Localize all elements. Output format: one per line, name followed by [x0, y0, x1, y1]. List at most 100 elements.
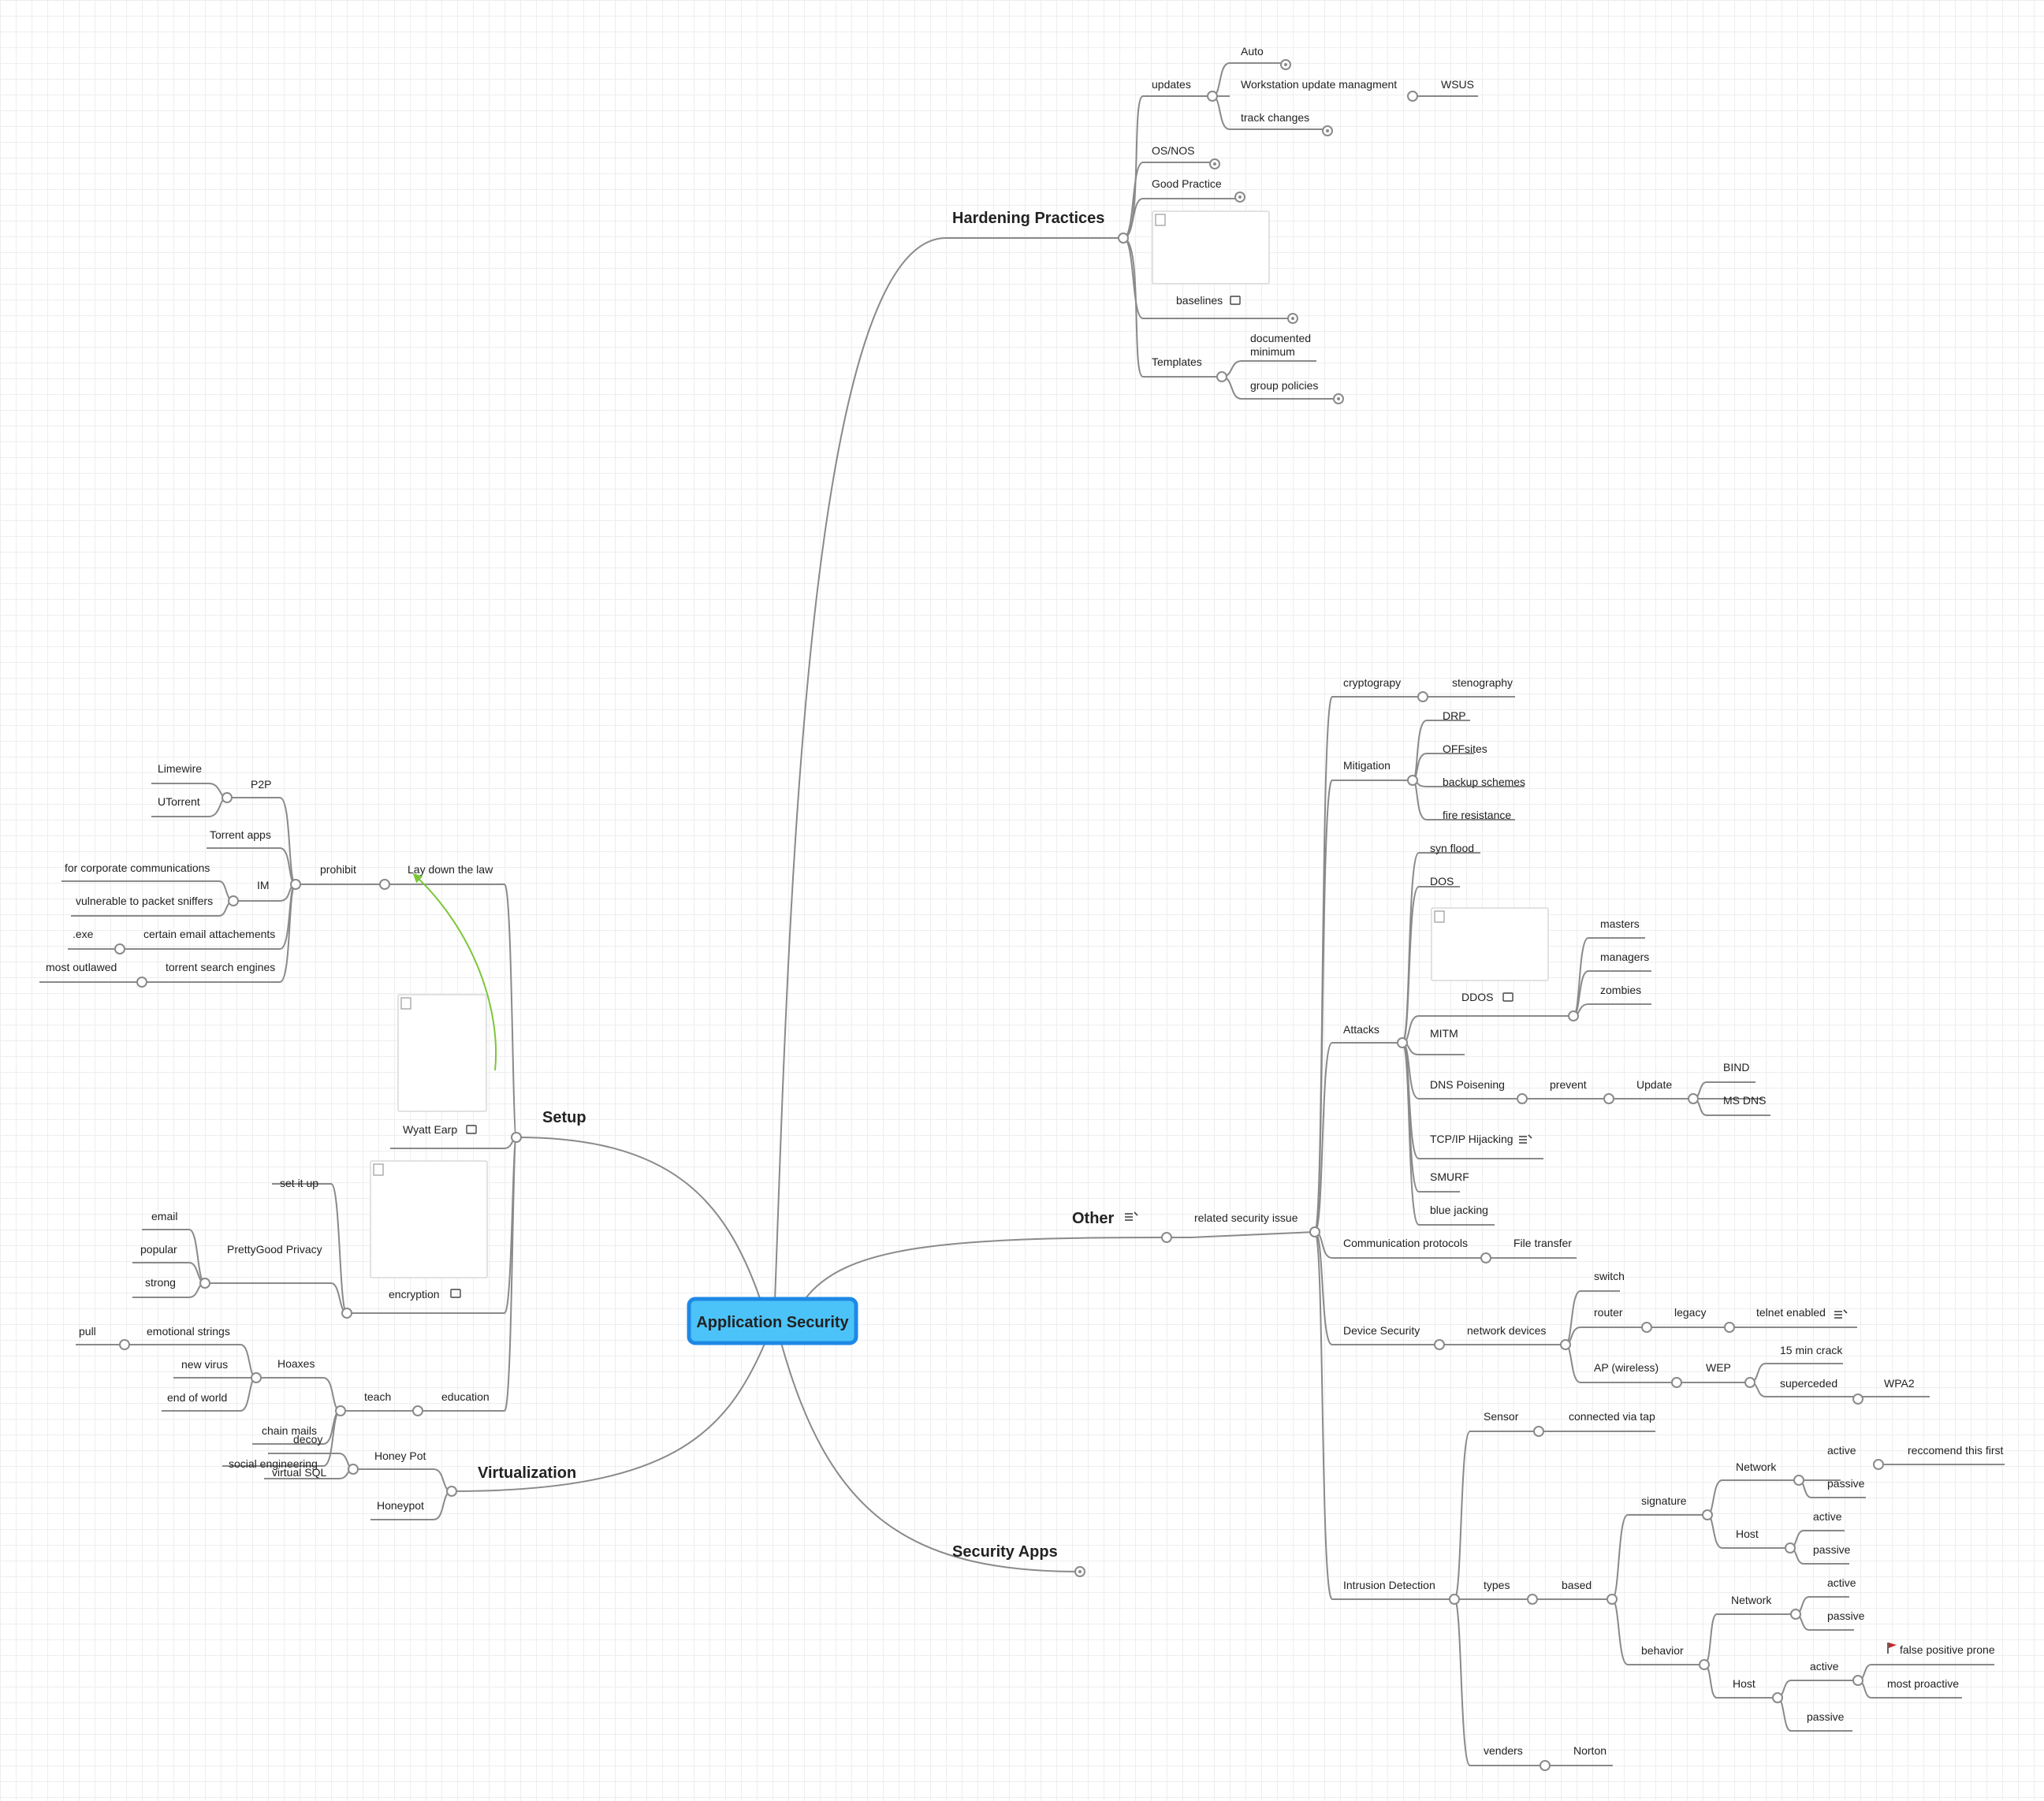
svg-text:most proactive: most proactive: [1887, 1677, 1959, 1690]
svg-text:DDOS: DDOS: [1461, 991, 1493, 1003]
svg-text:cryptograpy: cryptograpy: [1343, 676, 1401, 689]
node-handles[interactable]: [114, 91, 1884, 1771]
svg-text:Device Security: Device Security: [1343, 1324, 1420, 1337]
svg-text:stenography: stenography: [1452, 676, 1513, 689]
svg-text:encryption: encryption: [389, 1288, 440, 1301]
svg-text:TCP/IP Hijacking: TCP/IP Hijacking: [1430, 1133, 1513, 1145]
note-icons[interactable]: [1125, 1134, 1848, 1319]
svg-text:new virus: new virus: [181, 1358, 228, 1371]
branch-hardening: Hardening Practices: [952, 210, 1104, 227]
svg-text:Communication protocols: Communication protocols: [1343, 1237, 1468, 1249]
svg-text:based: based: [1562, 1579, 1592, 1591]
svg-text:social engineering: social engineering: [229, 1457, 318, 1470]
svg-text:BIND: BIND: [1723, 1061, 1749, 1074]
svg-text:Intrusion Detection: Intrusion Detection: [1343, 1579, 1435, 1591]
svg-text:Limewire: Limewire: [158, 762, 202, 775]
svg-text:active: active: [1813, 1510, 1842, 1523]
root-node[interactable]: [687, 1297, 858, 1345]
svg-text:active: active: [1827, 1576, 1856, 1589]
svg-text:chain mails: chain mails: [262, 1424, 317, 1437]
svg-text:prohibit: prohibit: [320, 863, 356, 876]
svg-text:OFFsites: OFFsites: [1443, 742, 1487, 755]
svg-text:popular: popular: [140, 1243, 177, 1256]
svg-text:Mitigation: Mitigation: [1343, 759, 1391, 772]
svg-text:WPA2: WPA2: [1884, 1377, 1915, 1390]
svg-text:track changes: track changes: [1241, 111, 1309, 124]
svg-text:DNS Poisening: DNS Poisening: [1430, 1078, 1505, 1091]
svg-text:active: active: [1810, 1660, 1839, 1673]
svg-text:zombies: zombies: [1600, 984, 1641, 996]
svg-text:Auto: Auto: [1241, 45, 1264, 58]
svg-text:certain email attachements: certain email attachements: [143, 928, 275, 940]
svg-text:Honey Pot: Honey Pot: [374, 1449, 426, 1462]
svg-text:OS/NOS: OS/NOS: [1152, 144, 1194, 157]
svg-text:AP (wireless): AP (wireless): [1594, 1361, 1659, 1374]
svg-text:File transfer: File transfer: [1513, 1237, 1572, 1249]
svg-text:Wyatt Earp: Wyatt Earp: [403, 1123, 457, 1136]
branch-setup: Setup: [542, 1109, 586, 1126]
broken-image-icons: [373, 214, 1445, 1176]
relationship-arrow: [412, 873, 497, 1071]
svg-text:P2P: P2P: [251, 778, 271, 791]
svg-text:related security issue: related security issue: [1194, 1211, 1298, 1224]
svg-text:behavior: behavior: [1641, 1644, 1684, 1657]
svg-text:types: types: [1484, 1579, 1510, 1591]
svg-text:backup schemes: backup schemes: [1443, 776, 1525, 788]
svg-text:for corporate communications: for corporate communications: [65, 861, 210, 874]
branch-security-apps: Security Apps: [952, 1543, 1058, 1561]
svg-text:education: education: [441, 1390, 490, 1403]
svg-text:end of world: end of world: [167, 1391, 227, 1404]
svg-text:Attacks: Attacks: [1343, 1023, 1379, 1036]
svg-text:Sensor: Sensor: [1484, 1410, 1519, 1423]
svg-text:pull: pull: [79, 1325, 96, 1338]
connector-lines: [39, 62, 2005, 1766]
svg-text:.exe: .exe: [73, 928, 94, 940]
svg-text:DOS: DOS: [1430, 875, 1454, 887]
image-attachment-icons[interactable]: [450, 296, 1513, 1298]
image-placeholders: [370, 210, 1549, 1278]
svg-text:PrettyGood Privacy: PrettyGood Privacy: [227, 1243, 322, 1256]
svg-text:MS DNS: MS DNS: [1723, 1094, 1766, 1107]
svg-text:active: active: [1827, 1444, 1856, 1457]
svg-text:switch: switch: [1594, 1270, 1625, 1282]
svg-text:WEP: WEP: [1706, 1361, 1731, 1374]
svg-text:passive: passive: [1813, 1543, 1851, 1556]
svg-text:connected via tap: connected via tap: [1569, 1410, 1655, 1423]
svg-text:Network: Network: [1736, 1461, 1777, 1473]
svg-text:Norton: Norton: [1573, 1744, 1607, 1757]
svg-text:signature: signature: [1641, 1494, 1687, 1507]
root-label: Application Security: [696, 1314, 849, 1331]
svg-text:Templates: Templates: [1152, 355, 1202, 368]
svg-text:strong: strong: [145, 1276, 176, 1289]
svg-text:documented: documented: [1250, 332, 1311, 344]
svg-text:legacy: legacy: [1674, 1306, 1706, 1319]
svg-text:prevent: prevent: [1550, 1078, 1587, 1091]
svg-text:email: email: [151, 1210, 177, 1222]
svg-text:Torrent apps: Torrent apps: [210, 828, 271, 841]
svg-text:reccomend this first: reccomend this first: [1908, 1444, 2003, 1457]
svg-text:virtual SQL: virtual SQL: [272, 1466, 326, 1479]
branch-virtualization: Virtualization: [478, 1464, 576, 1482]
svg-text:group policies: group policies: [1250, 379, 1318, 392]
svg-text:passive: passive: [1827, 1609, 1865, 1622]
svg-text:updates: updates: [1152, 78, 1191, 91]
svg-text:Hoaxes: Hoaxes: [277, 1357, 315, 1370]
svg-text:masters: masters: [1600, 917, 1640, 930]
svg-text:SMURF: SMURF: [1430, 1170, 1469, 1183]
svg-text:blue jacking: blue jacking: [1430, 1204, 1488, 1216]
svg-text:baselines: baselines: [1176, 294, 1223, 307]
svg-text:Honeypot: Honeypot: [377, 1499, 424, 1512]
svg-text:telnet enabled: telnet enabled: [1756, 1306, 1826, 1319]
labels: Application Security Hardening Practices…: [46, 45, 2003, 1757]
svg-text:vulnerable to packet sniffers: vulnerable to packet sniffers: [76, 895, 213, 907]
svg-text:Update: Update: [1636, 1078, 1672, 1091]
svg-text:torrent search engines: torrent search engines: [166, 961, 275, 973]
svg-text:IM: IM: [257, 879, 270, 891]
svg-text:Host: Host: [1736, 1528, 1759, 1540]
svg-text:DRP: DRP: [1443, 709, 1466, 722]
svg-text:15 min crack: 15 min crack: [1780, 1344, 1843, 1356]
collapsed-markers[interactable]: [1074, 59, 1344, 1577]
svg-text:router: router: [1594, 1306, 1623, 1319]
svg-text:network devices: network devices: [1467, 1324, 1546, 1337]
